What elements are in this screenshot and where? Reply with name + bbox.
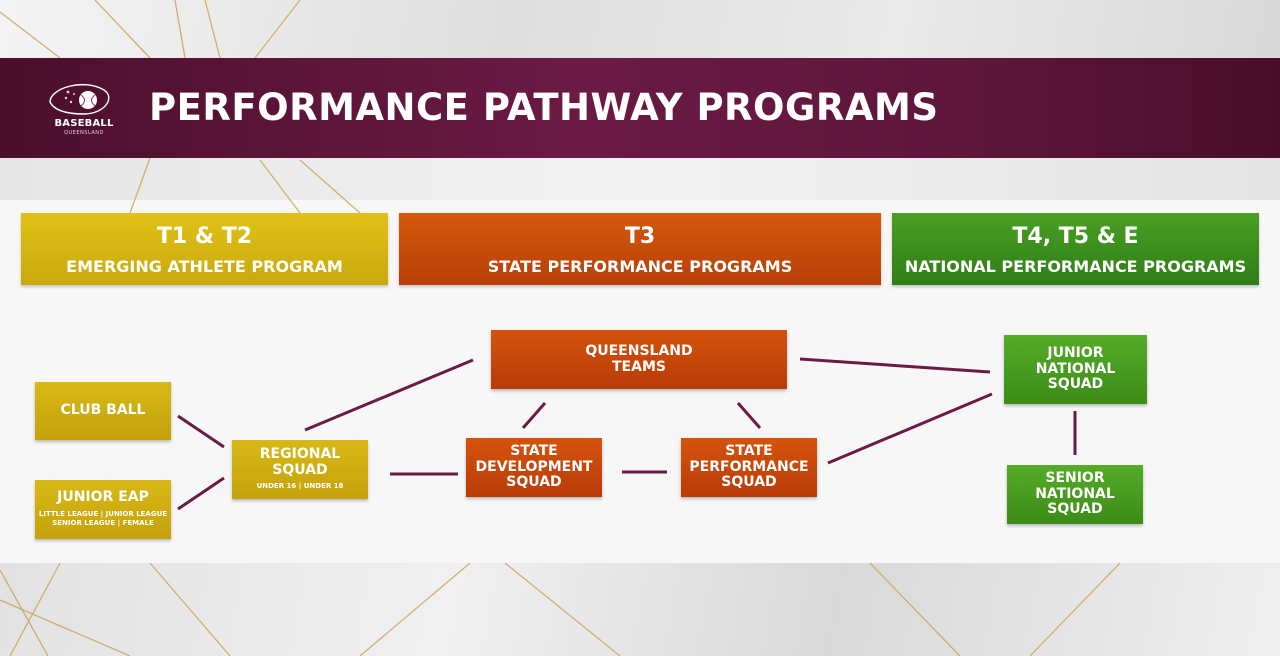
connector-queensland-performance: [736, 402, 762, 429]
node-sublabel: UNDER 16 | UNDER 18: [256, 482, 344, 491]
node-queensland-teams: QUEENSLAND TEAMS: [491, 330, 787, 389]
tier-state-performance: T3 STATE PERFORMANCE PROGRAMS: [399, 213, 881, 285]
logo-subtext: QUEENSLAND: [64, 130, 104, 136]
connector-club-regional: [177, 414, 225, 449]
node-senior-national-squad: SENIOR NATIONAL SQUAD: [1007, 465, 1143, 524]
node-label: REGIONAL SQUAD: [259, 446, 341, 478]
node-sublabel: LITTLE LEAGUE | JUNIOR LEAGUE SENIOR LEA…: [38, 509, 168, 528]
page-title: PERFORMANCE PATHWAY PROGRAMS: [149, 86, 939, 129]
node-state-development-squad: STATE DEVELOPMENT SQUAD: [466, 438, 602, 497]
tier-code: T1 & T2: [156, 224, 253, 249]
connector-queensland-junior-national: [799, 357, 991, 374]
connector-eap-regional: [177, 476, 225, 511]
background-bottom: [0, 563, 1280, 656]
tier-name: NATIONAL PERFORMANCE PROGRAMS: [904, 257, 1247, 276]
connector-queensland-development: [521, 402, 547, 429]
header-banner: BASEBALL QUEENSLAND PERFORMANCE PATHWAY …: [0, 58, 1280, 158]
node-club-ball: CLUB BALL: [35, 382, 171, 440]
node-label: QUEENSLAND TEAMS: [585, 342, 693, 375]
node-label: CLUB BALL: [60, 402, 146, 419]
connector-performance-junior-national: [827, 392, 993, 465]
logo-text: BASEBALL: [54, 118, 114, 129]
tier-name: EMERGING ATHLETE PROGRAM: [66, 257, 343, 276]
node-label: JUNIOR EAP: [57, 489, 149, 506]
connector-regional-queensland: [304, 358, 474, 432]
node-label: JUNIOR NATIONAL SQUAD: [1035, 344, 1116, 393]
node-regional-squad: REGIONAL SQUAD UNDER 16 | UNDER 18: [232, 440, 368, 499]
tier-code: T3: [624, 224, 656, 249]
tier-emerging-athlete: T1 & T2 EMERGING ATHLETE PROGRAM: [21, 213, 388, 285]
tier-code: T4, T5 & E: [1012, 224, 1139, 249]
background-band: [0, 158, 1280, 200]
baseball-icon: [49, 83, 110, 115]
node-junior-national-squad: JUNIOR NATIONAL SQUAD: [1004, 335, 1147, 404]
node-junior-eap: JUNIOR EAP LITTLE LEAGUE | JUNIOR LEAGUE…: [35, 480, 171, 539]
tier-national-performance: T4, T5 & E NATIONAL PERFORMANCE PROGRAMS: [892, 213, 1259, 285]
node-label: STATE DEVELOPMENT SQUAD: [475, 442, 593, 491]
node-state-performance-squad: STATE PERFORMANCE SQUAD: [681, 438, 817, 497]
baseball-queensland-logo: BASEBALL QUEENSLAND: [44, 80, 124, 142]
node-label: SENIOR NATIONAL SQUAD: [1035, 469, 1115, 518]
tier-name: STATE PERFORMANCE PROGRAMS: [487, 257, 793, 276]
node-label: STATE PERFORMANCE SQUAD: [689, 442, 809, 491]
